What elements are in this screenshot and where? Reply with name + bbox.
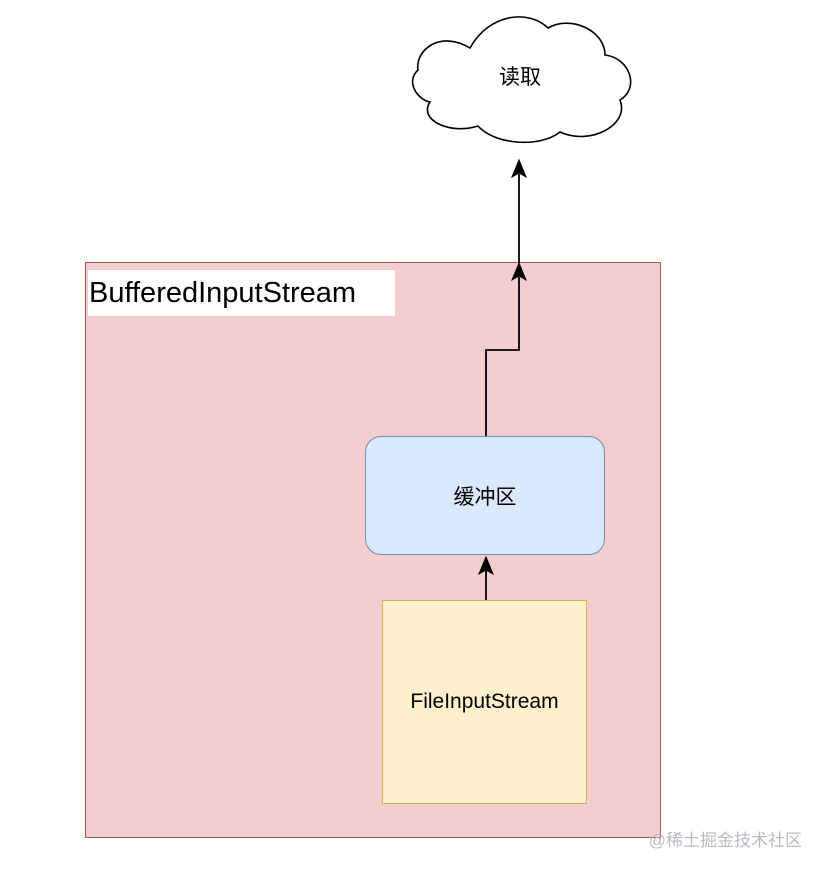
cloud-label: 读取 xyxy=(499,66,541,89)
cloud-outline xyxy=(411,16,632,144)
file-input-stream-node: FileInputStream xyxy=(382,600,587,804)
arrow-buffer-to-edge xyxy=(485,277,520,436)
buffer-node: 缓冲区 xyxy=(365,436,605,555)
buffered-input-stream-label: BufferedInputStream xyxy=(88,270,395,316)
watermark: @稀土掘金技术社区 xyxy=(648,831,802,850)
buffer-label: 缓冲区 xyxy=(453,485,517,509)
file-input-stream-label: FileInputStream xyxy=(410,690,559,713)
arrowhead-buffer-to-edge xyxy=(510,261,528,282)
arrowhead-edge-to-cloud xyxy=(510,158,528,179)
arrowhead-file-to-buffer xyxy=(477,555,495,576)
